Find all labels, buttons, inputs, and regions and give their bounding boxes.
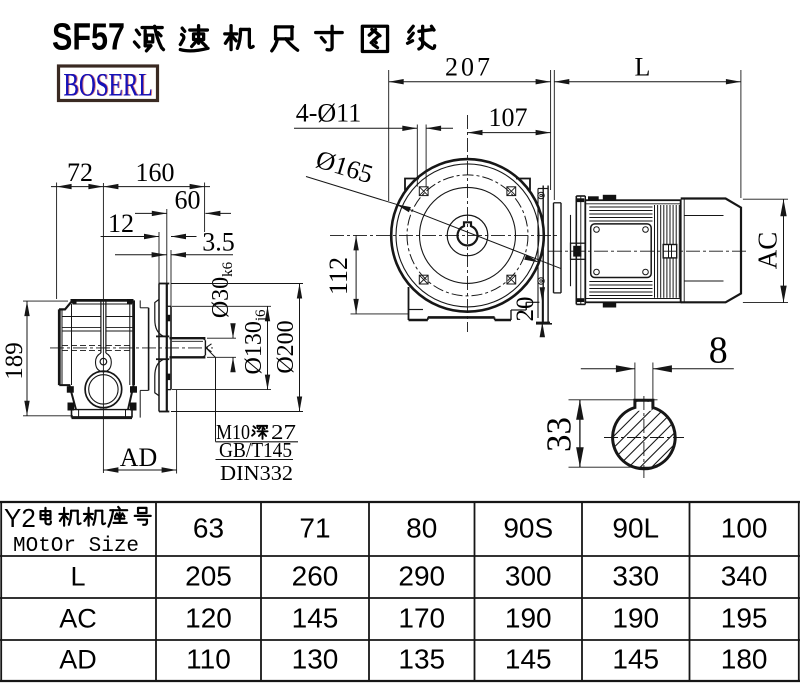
svg-text:110: 110 [186, 644, 231, 675]
svg-text:3.5: 3.5 [202, 228, 235, 257]
svg-text:72: 72 [67, 158, 93, 187]
svg-text:AD: AD [120, 443, 158, 472]
svg-text:207: 207 [445, 53, 493, 82]
svg-text:Ø130j6: Ø130j6 [241, 309, 269, 375]
svg-text:112: 112 [324, 257, 353, 295]
svg-text:135: 135 [398, 644, 445, 675]
svg-text:8: 8 [709, 330, 728, 372]
svg-text:190: 190 [505, 603, 552, 634]
svg-text:L: L [70, 562, 85, 592]
svg-text:Ø200: Ø200 [273, 320, 299, 373]
svg-text:DIN332: DIN332 [220, 461, 293, 485]
svg-text:80: 80 [406, 513, 437, 544]
svg-text:GB/T145: GB/T145 [219, 438, 292, 462]
svg-text:BOSERL: BOSERL [64, 68, 153, 104]
svg-text:60: 60 [175, 186, 201, 215]
svg-text:107: 107 [489, 103, 528, 132]
svg-text:145: 145 [292, 603, 339, 634]
svg-text:BOSERL: BOSERL [65, 68, 154, 104]
svg-text:BOSERL: BOSERL [64, 68, 153, 104]
svg-text:Y2: Y2 [4, 503, 36, 533]
svg-text:340: 340 [721, 561, 768, 592]
svg-text:AC: AC [753, 232, 783, 270]
svg-text:90L: 90L [612, 513, 659, 544]
svg-text:189: 189 [1, 342, 28, 380]
svg-text:205: 205 [185, 561, 232, 592]
svg-text:170: 170 [398, 603, 445, 634]
svg-text:4-Ø11: 4-Ø11 [296, 99, 361, 128]
svg-text:33: 33 [540, 417, 579, 452]
svg-text:20: 20 [512, 297, 539, 322]
svg-text:190: 190 [612, 603, 659, 634]
svg-text:180: 180 [721, 644, 768, 675]
svg-text:L: L [635, 53, 651, 82]
svg-text:63: 63 [193, 513, 224, 544]
svg-text:145: 145 [505, 644, 552, 675]
svg-text:145: 145 [612, 644, 659, 675]
svg-text:AC: AC [59, 604, 97, 634]
svg-text:M10: M10 [216, 420, 250, 444]
svg-text:Ø30k6: Ø30k6 [208, 261, 236, 318]
svg-text:71: 71 [299, 513, 330, 544]
svg-text:90S: 90S [503, 513, 553, 544]
svg-text:160: 160 [136, 158, 175, 187]
svg-text:12: 12 [108, 209, 134, 238]
svg-text:330: 330 [612, 561, 659, 592]
svg-text:120: 120 [185, 603, 232, 634]
svg-text:290: 290 [398, 561, 445, 592]
svg-text:260: 260 [292, 561, 339, 592]
svg-text:195: 195 [721, 603, 768, 634]
svg-text:Ø165: Ø165 [313, 145, 377, 190]
svg-text:130: 130 [292, 644, 339, 675]
svg-text:100: 100 [721, 513, 768, 544]
svg-text:SF57: SF57 [52, 17, 125, 59]
svg-text:AD: AD [59, 645, 97, 675]
svg-text:27: 27 [271, 420, 296, 444]
svg-text:300: 300 [505, 561, 552, 592]
svg-text:MOtOr Size: MOtOr Size [13, 535, 139, 558]
